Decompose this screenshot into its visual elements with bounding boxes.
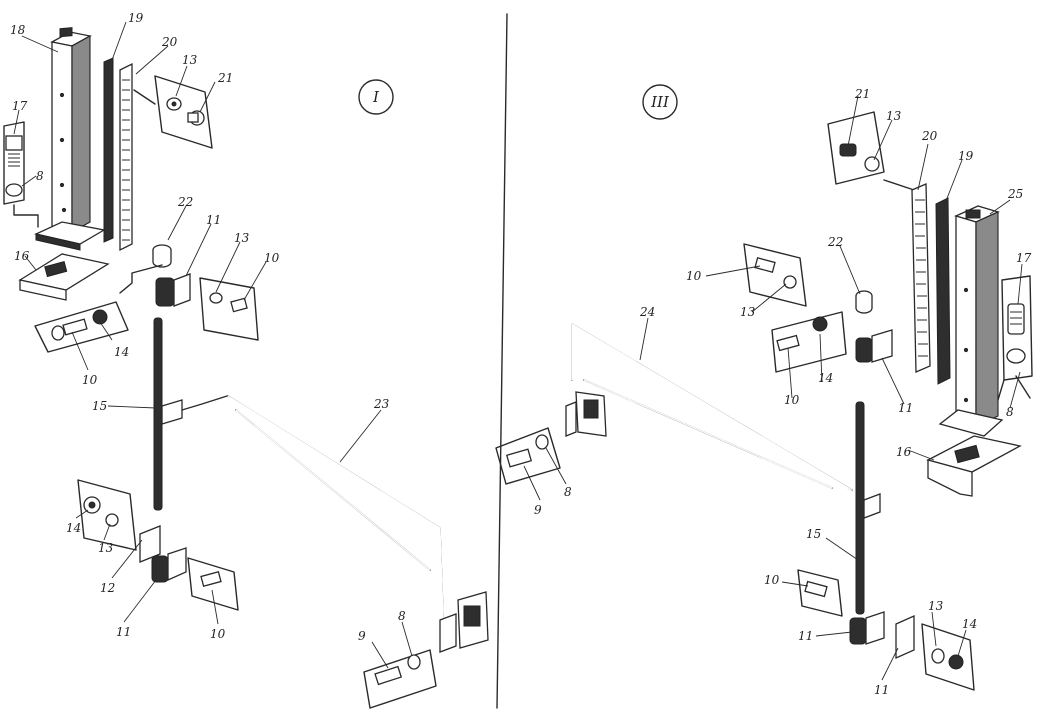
- label-10: 10: [784, 393, 800, 407]
- bolt-washer-group-right: [199, 277, 259, 341]
- label-21: 21: [217, 71, 233, 85]
- bolt-17-group: [3, 121, 39, 228]
- label-11: 11: [116, 625, 131, 639]
- view-3: III: [495, 84, 1033, 697]
- scale-strip-20: [119, 62, 133, 252]
- bolt-washer-group-3b: [771, 311, 847, 373]
- label-17: 17: [12, 99, 28, 113]
- label-11: 11: [206, 213, 221, 227]
- label-10: 10: [264, 251, 280, 265]
- bolt-17-group-3: [997, 275, 1033, 401]
- label-13: 13: [98, 541, 114, 555]
- bolt-washer-group-bottom: [363, 649, 437, 709]
- label-8: 8: [564, 485, 572, 499]
- lower-clamp-group-3: [797, 569, 975, 691]
- label-9: 9: [534, 503, 542, 517]
- label-19: 19: [128, 11, 144, 25]
- label-22: 22: [827, 235, 843, 249]
- screw-washer-group-top: [133, 75, 213, 149]
- view-1: I: [3, 11, 489, 709]
- label-15: 15: [806, 527, 821, 541]
- label-14: 14: [818, 371, 833, 385]
- label-13: 13: [886, 109, 902, 123]
- bracket-11-3: [855, 329, 893, 363]
- label-9: 9: [358, 629, 366, 643]
- leader-lines-view-3: [523, 95, 1023, 681]
- label-13: 13: [234, 231, 250, 245]
- post-18: [33, 27, 106, 251]
- bolt-washer-group-left: [34, 301, 129, 353]
- label-10: 10: [686, 269, 702, 283]
- label-20: 20: [161, 35, 178, 49]
- label-10: 10: [210, 627, 226, 641]
- bolt-washer-group-3a: [743, 243, 807, 307]
- arm-23: [227, 395, 489, 653]
- label-10: 10: [82, 373, 98, 387]
- label-13: 13: [740, 305, 756, 319]
- rod-15-3: [855, 401, 881, 615]
- label-11: 11: [898, 401, 913, 415]
- view-1-marker: [358, 79, 394, 115]
- strip-19-3: [935, 197, 951, 385]
- label-14: 14: [962, 617, 977, 631]
- label-23: 23: [373, 397, 390, 411]
- base-plate-16-3: [926, 435, 1022, 497]
- label-19: 19: [958, 149, 974, 163]
- label-12: 12: [100, 581, 115, 595]
- label-14: 14: [114, 345, 129, 359]
- view-1-numeral: I: [372, 88, 380, 106]
- label-15: 15: [92, 399, 107, 413]
- view-3-marker: [642, 84, 678, 120]
- clamp-22-3: [855, 290, 873, 314]
- label-17: 17: [1016, 251, 1032, 265]
- label-21: 21: [854, 87, 870, 101]
- label-16: 16: [896, 445, 912, 459]
- screw-washer-group-top-3: [827, 111, 915, 191]
- label-25: 25: [1007, 187, 1023, 201]
- label-8: 8: [398, 609, 406, 623]
- scale-strip-20-3: [911, 183, 931, 373]
- label-11: 11: [798, 629, 813, 643]
- clamp-22: [119, 244, 172, 294]
- arm-24: [565, 322, 853, 491]
- view-divider-line: [496, 13, 508, 709]
- label-8: 8: [1006, 405, 1014, 419]
- bolt-washer-group-3c: [495, 427, 561, 485]
- lower-clamp-group: [77, 479, 239, 611]
- label-11: 11: [874, 683, 889, 697]
- label-18: 18: [10, 23, 26, 37]
- label-10: 10: [764, 573, 780, 587]
- bracket-11-top: [155, 273, 191, 307]
- label-24: 24: [639, 305, 655, 319]
- view-3-numeral: III: [650, 93, 670, 111]
- base-plate-16: [18, 253, 110, 301]
- label-8: 8: [36, 169, 44, 183]
- label-13: 13: [182, 53, 198, 67]
- rod-15: [153, 317, 228, 511]
- label-20: 20: [921, 129, 938, 143]
- post-25: [938, 205, 1004, 437]
- strip-19: [103, 57, 114, 243]
- leader-lines-view-1: [13, 21, 413, 669]
- label-16: 16: [14, 249, 30, 263]
- label-13: 13: [928, 599, 944, 613]
- label-22: 22: [177, 195, 193, 209]
- label-14: 14: [66, 521, 81, 535]
